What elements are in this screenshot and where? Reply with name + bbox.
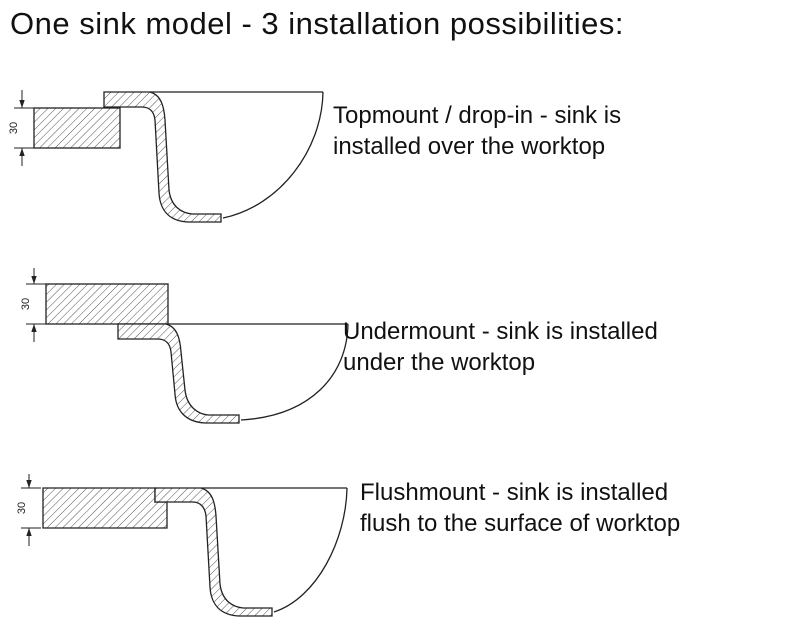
undermount-drawing: 30	[18, 268, 358, 433]
dimension-label: 30	[20, 298, 32, 310]
undermount-section-view: 30	[20, 268, 349, 424]
dimension-arrow-up	[19, 148, 25, 156]
flushmount-drawing: 30	[15, 474, 360, 621]
dimension-arrow-up	[31, 324, 37, 332]
caption-topmount: Topmount / drop-in - sink is installed o…	[333, 100, 753, 162]
sink-rim-section	[103, 91, 222, 223]
bowl-outline	[273, 487, 348, 613]
caption-line: Topmount / drop-in - sink is	[333, 102, 622, 129]
bowl-outline	[240, 323, 349, 421]
dimension-label: 30	[16, 502, 28, 514]
caption-line: Flushmount - sink is installed	[360, 479, 669, 506]
caption-line: Undermount - sink is installed	[343, 318, 658, 345]
dimension-arrow-down	[19, 100, 25, 108]
caption-line: installed over the worktop	[333, 133, 606, 160]
worktop-section	[33, 107, 121, 149]
dimension-arrow-down	[26, 480, 32, 488]
caption-undermount: Undermount - sink is installed under the…	[343, 316, 763, 378]
dimension-arrow-up	[26, 528, 32, 536]
sink-rim-section	[154, 487, 273, 617]
topmount-drawing: 30	[8, 78, 343, 228]
caption-line: under the worktop	[343, 349, 536, 376]
dimension-arrow-down	[31, 276, 37, 284]
dimension-label: 30	[8, 122, 20, 134]
page-title: One sink model - 3 installation possibil…	[10, 6, 624, 41]
sink-rim-section	[117, 323, 240, 424]
topmount-section-view: 30	[8, 90, 324, 223]
worktop-section	[42, 487, 168, 529]
caption-line: flush to the surface of worktop	[360, 510, 681, 537]
caption-flushmount: Flushmount - sink is installed flush to …	[360, 477, 790, 539]
worktop-section	[45, 283, 169, 325]
bowl-outline	[222, 91, 324, 219]
flushmount-section-view: 30	[16, 474, 348, 617]
